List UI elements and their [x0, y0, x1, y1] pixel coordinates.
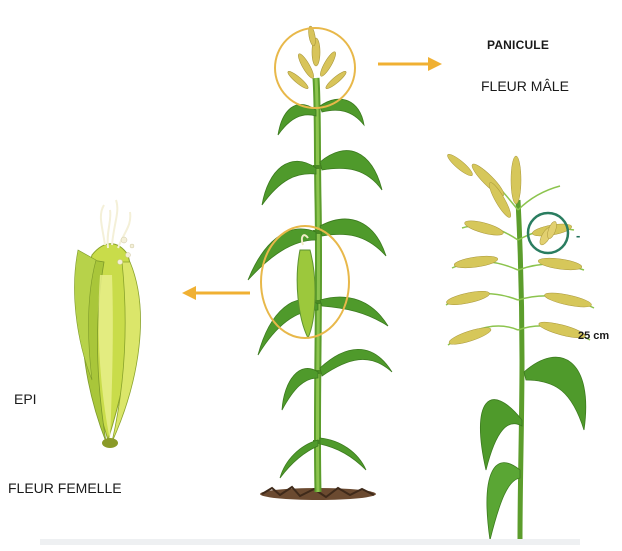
panicle-detail-illustration — [445, 152, 594, 540]
main-plant-ear — [297, 235, 315, 338]
ear-epi-illustration — [74, 200, 140, 448]
detail-marker-label: - — [576, 228, 580, 243]
fleur-femelle-label: FLEUR FEMELLE — [8, 480, 122, 496]
epi-label: EPI — [14, 391, 37, 407]
fleur-male-label: FLEUR MÂLE — [481, 78, 569, 94]
main-maize-plant — [248, 26, 392, 492]
arrow-to-epi — [182, 286, 250, 300]
panicule-label: PANICULE — [487, 38, 549, 52]
size-label: 25 cm — [578, 330, 609, 342]
arrow-to-panicule — [378, 57, 442, 71]
